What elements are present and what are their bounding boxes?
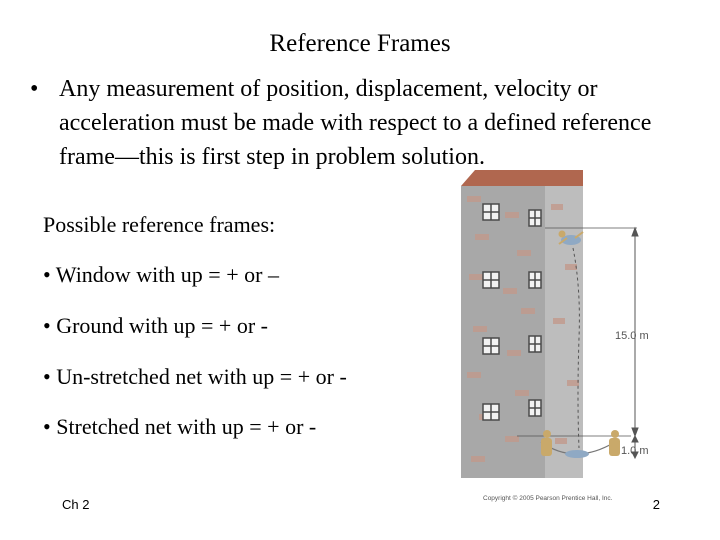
bullet-dot: • xyxy=(30,76,39,102)
reference-frames-box: Possible reference frames: • Window with… xyxy=(37,200,437,470)
net-holder-left xyxy=(541,430,552,456)
frame-item-window: • Window with up = + or – xyxy=(43,262,279,287)
falling-person-figure xyxy=(558,230,584,245)
wall-bricks xyxy=(467,196,579,462)
frames-heading: Possible reference frames: xyxy=(43,212,276,237)
slide-title: Reference Frames xyxy=(269,30,451,57)
sag-dimension-1m xyxy=(631,434,639,460)
footer-chapter: Ch 2 xyxy=(62,497,90,512)
building-roof xyxy=(461,170,583,186)
person-in-net xyxy=(565,450,589,458)
building-windows xyxy=(482,203,542,421)
main-bullet-text: Any measurement of position, displacemen… xyxy=(59,76,652,170)
building-net-illustration: 15.0 m 1.0 m Copyright © 2005 Pearson Pr… xyxy=(455,168,685,518)
frame-item-unstretched-net: • Un-stretched net with up = + or - xyxy=(43,364,347,389)
height-dimension-15m xyxy=(631,226,639,438)
height-label-1m: 1.0 m xyxy=(621,445,649,457)
copyright-text: Copyright © 2005 Pearson Prentice Hall, … xyxy=(483,494,613,502)
page-number: 2 xyxy=(652,497,660,512)
fall-path xyxy=(572,247,580,449)
height-label-15m: 15.0 m xyxy=(615,330,649,342)
frame-item-stretched-net: • Stretched net with up = + or - xyxy=(43,414,317,439)
frame-item-ground: • Ground with up = + or - xyxy=(43,313,268,338)
net-holder-right xyxy=(609,430,620,456)
